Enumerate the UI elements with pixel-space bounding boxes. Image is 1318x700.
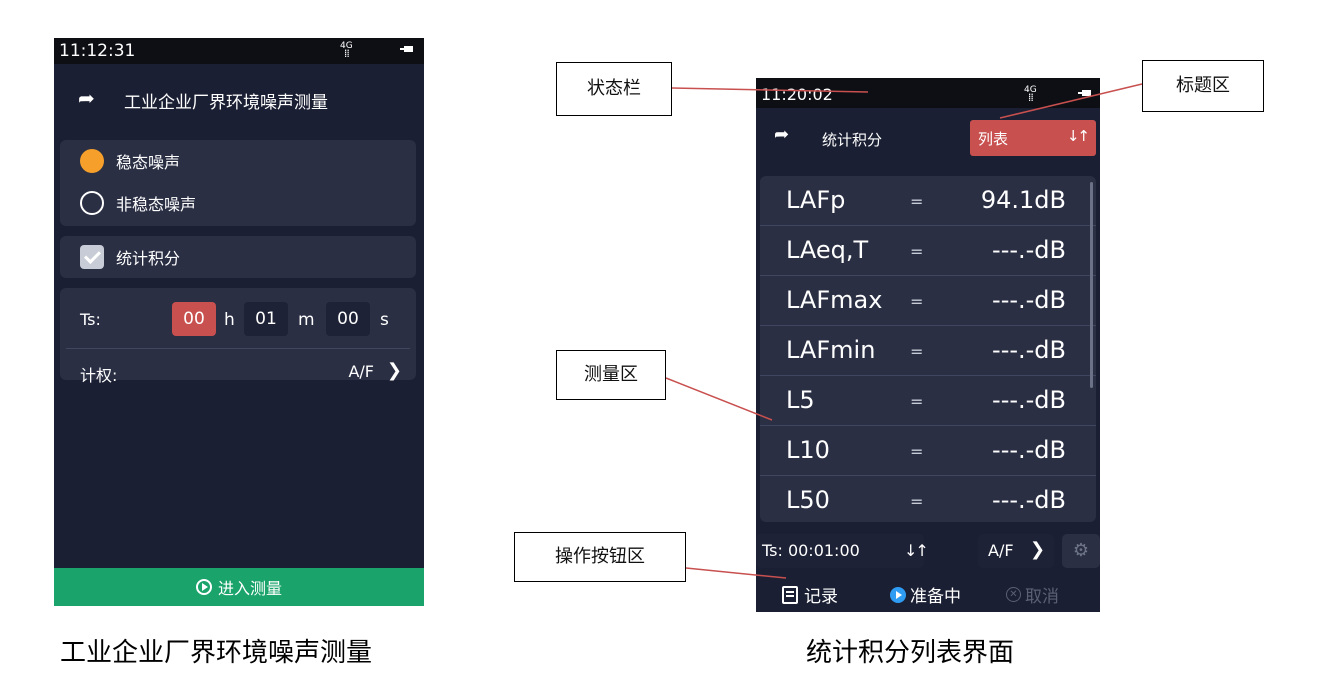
measurement-value: ---.-dB [992, 386, 1066, 414]
stat-integration-card: 统计积分 [60, 236, 416, 278]
equals-sign: = [910, 342, 924, 361]
equals-sign: = [910, 492, 924, 511]
measurement-value: ---.-dB [992, 486, 1066, 514]
radio-unsteady-noise[interactable]: 非稳态噪声 [80, 190, 196, 216]
checkbox-label: 统计积分 [116, 249, 181, 268]
measurement-row: L50 = ---.-dB [760, 476, 1096, 522]
caption-right: 统计积分列表界面 [806, 638, 1015, 668]
measurement-row: LAFp = 94.1dB [760, 176, 1096, 226]
measurement-row: L10 = ---.-dB [760, 426, 1096, 476]
checkbox-checked-icon[interactable] [80, 245, 104, 269]
equals-sign: = [910, 292, 924, 311]
minutes-field[interactable]: 01 [244, 302, 288, 336]
page-title: 统计积分 [822, 131, 883, 149]
measurement-name: L5 [786, 386, 815, 414]
measurement-list[interactable]: LAFp = 94.1dB LAeq,T = ---.-dB LAFmax = … [760, 176, 1096, 522]
divider [66, 348, 410, 349]
action-bar: 记录 准备中 ✕ 取消 [756, 574, 1100, 612]
weighting-value[interactable]: A/F [348, 362, 374, 381]
noise-type-card: 稳态噪声 非稳态噪声 [60, 140, 416, 226]
callout-status-bar: 状态栏 [556, 62, 672, 116]
sort-icon: ↓↑ [904, 541, 929, 560]
back-arrow-icon[interactable]: ➦ [774, 124, 790, 145]
measurement-value: ---.-dB [992, 336, 1066, 364]
caption-left: 工业企业厂界环境噪声测量 [60, 638, 373, 668]
title-bar: ➦ 工业企业厂界环境噪声测量 [54, 84, 424, 116]
settings-card: Ts: 00 h 01 m 00 s 计权: A/F ❯ [60, 288, 416, 385]
chevron-right-icon: ❯ [1030, 539, 1046, 560]
record-label: 记录 [804, 587, 838, 607]
start-measure-button[interactable]: 进入测量 [54, 568, 424, 606]
ready-label: 准备中 [910, 587, 961, 607]
chevron-right-icon[interactable]: ❯ [386, 360, 402, 381]
equals-sign: = [910, 392, 924, 411]
radio-unselected-icon [80, 191, 104, 215]
record-icon [782, 585, 798, 604]
measurement-row: LAFmin = ---.-dB [760, 326, 1096, 376]
minutes-unit: m [298, 310, 315, 330]
play-icon [195, 579, 212, 595]
back-arrow-icon[interactable]: ➦ [78, 86, 95, 110]
seconds-field[interactable]: 00 [326, 302, 370, 336]
sort-icon: ↓↑ [1066, 127, 1090, 145]
start-measure-label: 进入测量 [217, 579, 282, 598]
status-time: 11:20:02 [761, 85, 833, 104]
record-button[interactable]: 记录 [782, 582, 838, 607]
weighting-label: 计权: [80, 366, 118, 385]
settings-gear-button[interactable]: ⚙ [1062, 534, 1100, 568]
status-bar: 11:12:31 4G ⁞⁞ [54, 38, 424, 64]
measurement-name: LAFmin [786, 336, 876, 364]
radio-label: 稳态噪声 [116, 153, 181, 172]
measurement-row: LAeq,T = ---.-dB [760, 226, 1096, 276]
weighting-selector[interactable]: A/F ❯ [978, 534, 1054, 568]
list-view-label: 列表 [978, 130, 1009, 148]
left-phone-screen: 11:12:31 4G ⁞⁞ ➦ 工业企业厂界环境噪声测量 稳态噪声 非稳态噪声… [54, 38, 424, 606]
scrollbar[interactable] [1090, 182, 1093, 388]
page-title: 工业企业厂界环境噪声测量 [124, 93, 328, 113]
equals-sign: = [910, 442, 924, 461]
callout-title-area: 标题区 [1142, 60, 1264, 112]
measurement-name: LAeq,T [786, 236, 869, 264]
measurement-row: L5 = ---.-dB [760, 376, 1096, 426]
signal-icon: 4G ⁞⁞ [1024, 85, 1037, 104]
cancel-button[interactable]: ✕ 取消 [1006, 582, 1059, 607]
measurement-row: LAFmax = ---.-dB [760, 276, 1096, 326]
list-view-button[interactable]: 列表 ↓↑ [970, 120, 1096, 156]
gear-icon: ⚙ [1072, 540, 1090, 561]
ready-button[interactable]: 准备中 [890, 582, 961, 607]
cancel-label: 取消 [1025, 587, 1059, 607]
measurement-value: 94.1dB [980, 186, 1066, 214]
measurement-value: ---.-dB [992, 286, 1066, 314]
stat-integration-checkbox-row[interactable]: 统计积分 [80, 244, 180, 270]
battery-icon [400, 46, 413, 52]
radio-selected-icon [80, 149, 104, 173]
equals-sign: = [910, 192, 924, 211]
radio-steady-noise[interactable]: 稳态噪声 [80, 148, 180, 174]
signal-icon: 4G ⁞⁞ [340, 41, 353, 60]
measurement-name: LAFp [786, 186, 846, 214]
callout-measure-area: 测量区 [556, 350, 666, 400]
callout-action-area: 操作按钮区 [514, 532, 686, 582]
ts-label: Ts: [80, 310, 101, 329]
weighting-value: A/F [988, 541, 1014, 560]
right-phone-screen: 11:20:02 4G ⁞⁞ ➦ 统计积分 列表 ↓↑ LAFp = 94.1d… [756, 78, 1100, 612]
measurement-value: ---.-dB [992, 436, 1066, 464]
measurement-name: LAFmax [786, 286, 883, 314]
ts-display: Ts: 00:01:00 [762, 541, 860, 560]
equals-sign: = [910, 242, 924, 261]
hours-unit: h [224, 310, 235, 330]
play-icon [890, 586, 906, 603]
ts-duration-selector[interactable]: Ts: 00:01:00 ↓↑ [756, 534, 929, 568]
measurement-name: L10 [786, 436, 830, 464]
hours-field[interactable]: 00 [172, 302, 216, 336]
seconds-unit: s [380, 310, 389, 330]
measurement-name: L50 [786, 486, 830, 514]
measurement-value: ---.-dB [992, 236, 1066, 264]
network-type: 4G [340, 41, 353, 51]
status-time: 11:12:31 [59, 41, 136, 61]
close-icon: ✕ [1006, 587, 1021, 602]
status-bar: 11:20:02 4G ⁞⁞ [756, 78, 1100, 108]
radio-label: 非稳态噪声 [116, 195, 197, 214]
battery-icon [1078, 90, 1091, 96]
